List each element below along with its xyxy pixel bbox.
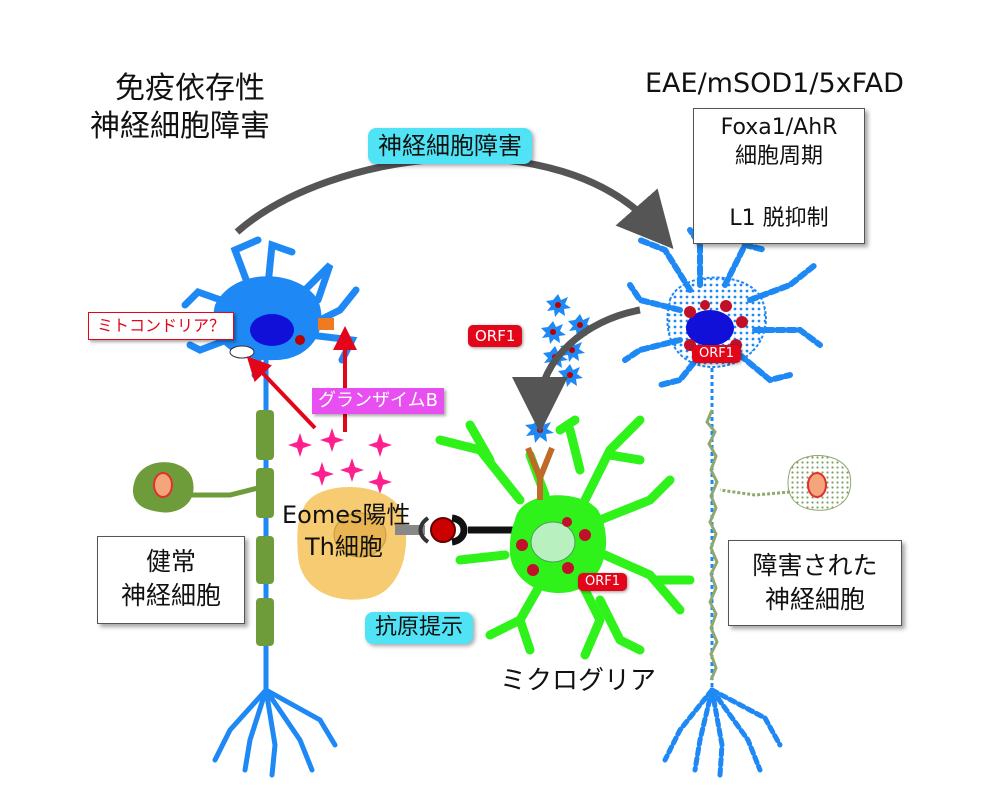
healthy-neuron-box: 健常 神経細胞 bbox=[97, 536, 245, 624]
mechanism-line3: L1 脱抑制 bbox=[729, 206, 829, 231]
granzyme-b-label: グランザイムB bbox=[312, 388, 444, 414]
immune-title-line2: 神経細胞障害 bbox=[90, 109, 270, 144]
mechanism-box: Foxa1/AhR 細胞周期 L1 脱抑制 bbox=[693, 108, 865, 244]
damage-arc-arrow bbox=[234, 154, 674, 249]
orf1-label-particles: ORF1 bbox=[468, 325, 523, 347]
healthy-neuron bbox=[132, 236, 360, 778]
damaged-neuron bbox=[622, 227, 852, 778]
healthy-line1: 健常 bbox=[145, 547, 196, 576]
orf1-release-arrow bbox=[512, 306, 641, 433]
eomes-label-line1: Eomes陽性 bbox=[282, 501, 411, 529]
mitochondria-label: ミトコンドリア？ bbox=[88, 312, 235, 340]
orf1-label-microglia: ORF1 bbox=[578, 573, 628, 591]
tcr-receptor bbox=[430, 517, 456, 543]
microglia-cell bbox=[435, 415, 695, 660]
granzyme-particles bbox=[288, 428, 392, 494]
damaged-line2: 神経細胞 bbox=[764, 585, 865, 614]
damaged-neuron-box: 障害された 神経細胞 bbox=[728, 540, 902, 626]
microglia-label: ミクログリア bbox=[500, 666, 657, 696]
healthy-nucleus bbox=[250, 314, 294, 346]
eomes-label-line2: Th細胞 bbox=[305, 533, 383, 561]
damaged-line1: 障害された bbox=[752, 551, 878, 580]
disease-models-label: EAE/mSOD1/5xFAD bbox=[645, 68, 904, 99]
neuronal-damage-label: 神経細胞障害 bbox=[368, 128, 532, 164]
orf1-label-neuron: ORF1 bbox=[692, 345, 742, 363]
granzyme-to-mitochondria-arrow bbox=[246, 356, 317, 430]
immune-title-line1: 免疫依存性 bbox=[115, 71, 265, 106]
eomes-th-cell bbox=[297, 486, 456, 600]
mechanism-line1: Foxa1/AhR bbox=[720, 115, 838, 140]
healthy-line2: 神経細胞 bbox=[120, 581, 221, 610]
granzyme-target-marker bbox=[318, 318, 334, 330]
mechanism-line2: 細胞周期 bbox=[734, 144, 823, 169]
antigen-presentation-label: 抗原提示 bbox=[365, 612, 474, 644]
